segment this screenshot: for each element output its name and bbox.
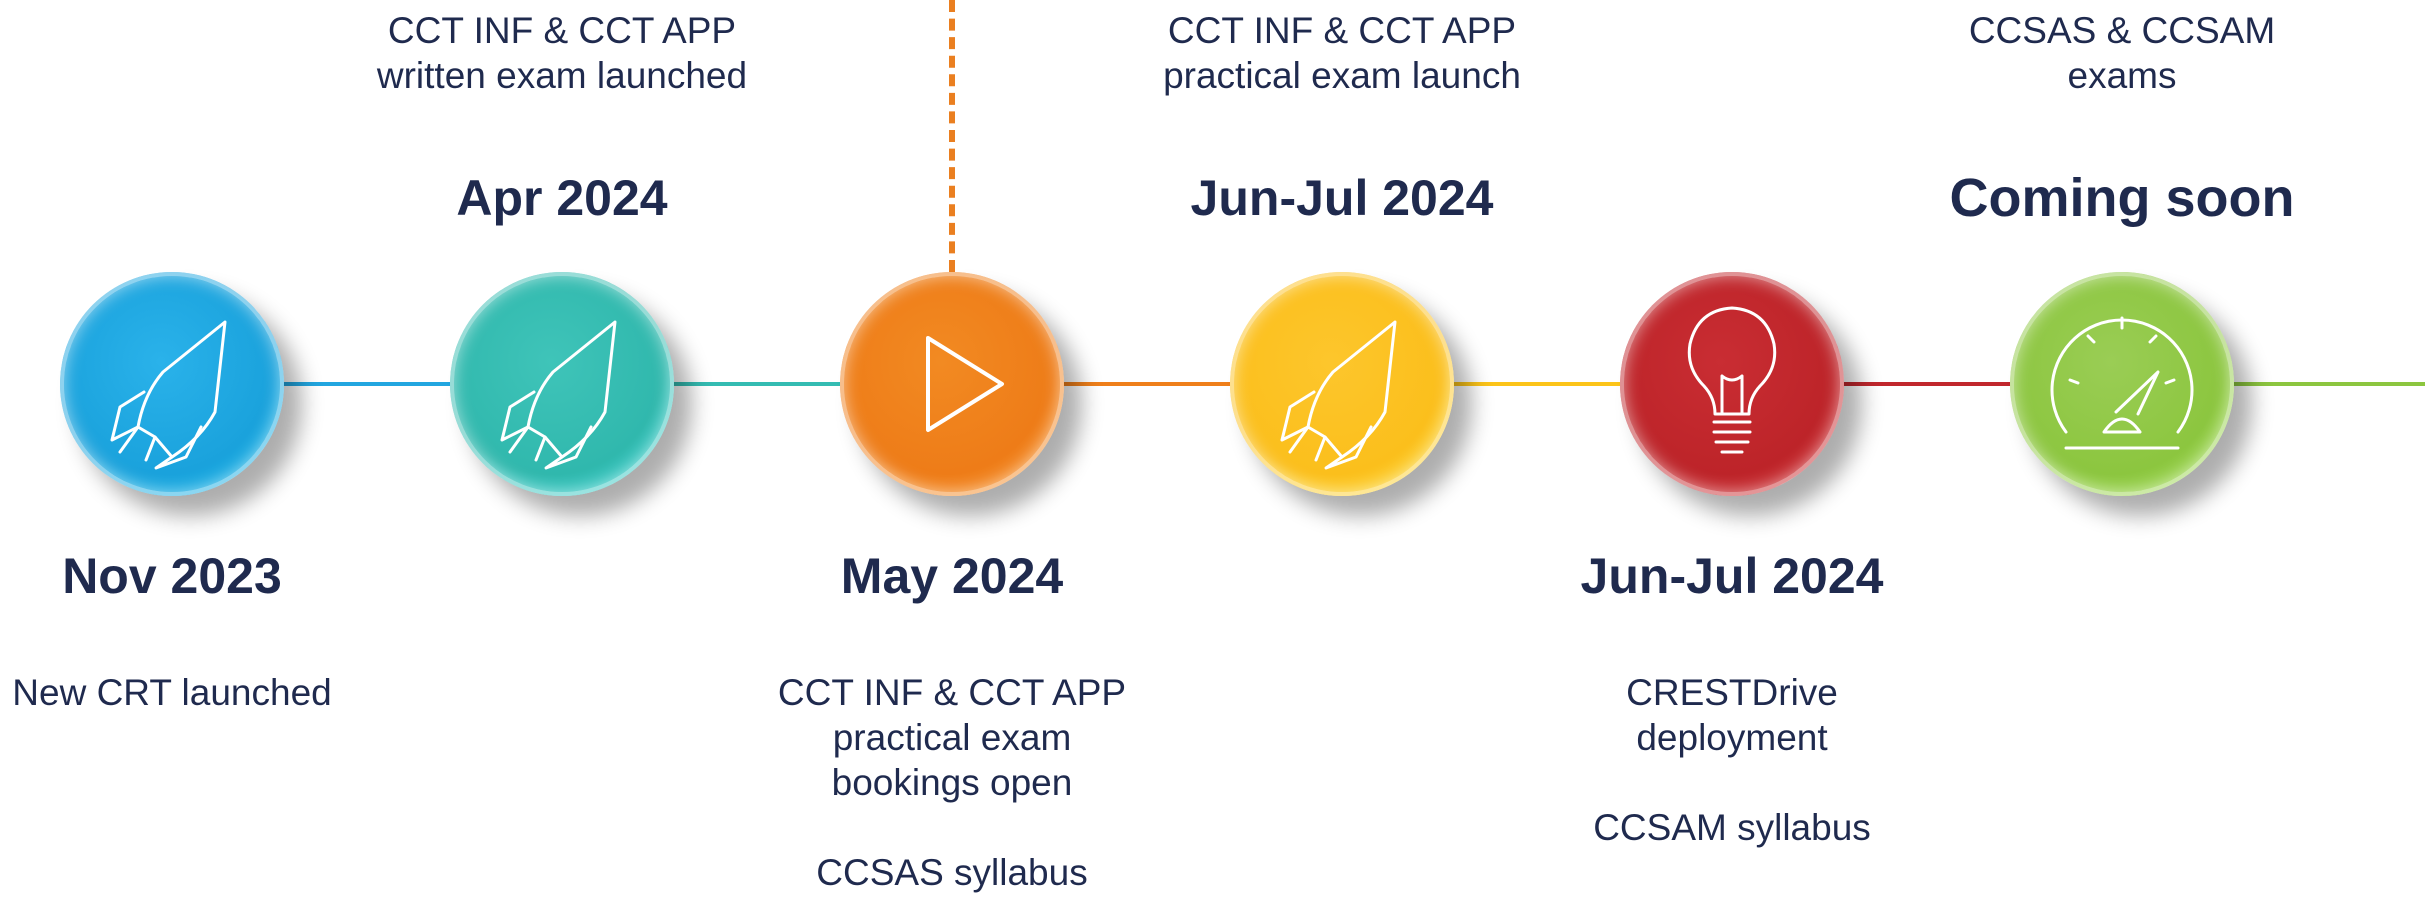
- caption-line: CRESTDrive: [1626, 672, 1838, 713]
- milestone-ring: [1620, 272, 1844, 496]
- milestone-caption: CCT INF & CCT APP written exam launched: [352, 8, 772, 98]
- milestone-ring: [60, 272, 284, 496]
- rocket-icon: [60, 272, 284, 496]
- timeline-segment-green: [2120, 382, 2425, 386]
- caption-line: bookings open: [831, 762, 1073, 803]
- caption-line: written exam launched: [376, 55, 748, 96]
- timeline-segment-yellow: [1340, 382, 1650, 386]
- milestone-ring: [840, 272, 1064, 496]
- milestone-circle-nov-2023: [60, 272, 284, 496]
- caption-line: CCSAS & CCSAM: [1968, 10, 2276, 51]
- caption-line: CCT INF & CCT APP: [777, 672, 1127, 713]
- play-icon: [840, 272, 1064, 496]
- milestone-date: Jun-Jul 2024: [1580, 548, 1884, 604]
- milestone-date: Apr 2024: [456, 170, 668, 226]
- caption-line: deployment: [1636, 717, 1828, 758]
- caption-line: CCT INF & CCT APP: [1167, 10, 1517, 51]
- caption-line: practical exam launch: [1163, 55, 1521, 96]
- milestone-caption: CRESTDrive deployment CCSAM syllabus: [1522, 670, 1942, 850]
- milestone-circle-coming-soon: [2010, 272, 2234, 496]
- milestone-date: May 2024: [840, 548, 1064, 604]
- lightbulb-icon: [1620, 272, 1844, 496]
- caption-line: practical exam: [832, 717, 1072, 758]
- caption-note: CCSAS syllabus: [816, 852, 1088, 893]
- timeline-segment-teal: [560, 382, 860, 386]
- timeline-segment-blue: [170, 382, 470, 386]
- milestone-caption: CCT INF & CCT APP practical exam booking…: [742, 670, 1162, 895]
- milestone-circle-apr-2024: [450, 272, 674, 496]
- timeline-segment-orange: [950, 382, 1260, 386]
- milestone-ring: [2010, 272, 2234, 496]
- caption-line: New CRT launched: [12, 672, 332, 713]
- milestone-date: Jun-Jul 2024: [1190, 170, 1494, 226]
- caption-note: CCSAM syllabus: [1593, 807, 1871, 848]
- timeline-segment-red: [1730, 382, 2040, 386]
- caption-line: exams: [2067, 55, 2177, 96]
- rocket-icon: [1230, 272, 1454, 496]
- milestone-circle-jun-jul-2024-b: [1620, 272, 1844, 496]
- caption-line: CCT INF & CCT APP: [387, 10, 737, 51]
- milestone-caption: New CRT launched: [0, 670, 382, 715]
- milestone-circle-jun-jul-2024-a: [1230, 272, 1454, 496]
- milestone-date: Coming soon: [1949, 168, 2295, 228]
- rocket-icon: [450, 272, 674, 496]
- milestone-circle-may-2024: [840, 272, 1064, 496]
- milestone-ring: [1230, 272, 1454, 496]
- milestone-caption: CCT INF & CCT APP practical exam launch: [1132, 8, 1552, 98]
- gauge-icon: [2010, 272, 2234, 496]
- current-position-marker: [949, 0, 955, 272]
- milestone-ring: [450, 272, 674, 496]
- milestone-date: Nov 2023: [62, 548, 282, 604]
- milestone-caption: CCSAS & CCSAM exams: [1912, 8, 2332, 98]
